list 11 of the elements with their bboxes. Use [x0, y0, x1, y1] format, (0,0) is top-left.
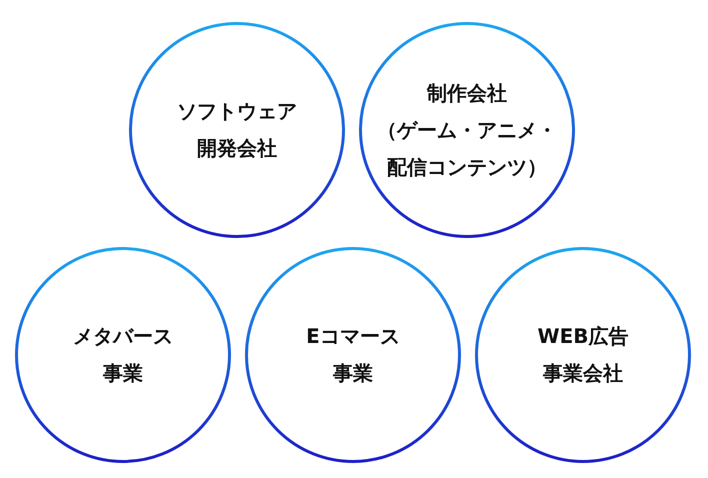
node-title: Eコマース事業 — [305, 323, 401, 387]
node-title: メタバース事業 — [72, 323, 174, 387]
node-subtitle: （ゲーム・アニメ・配信コンテンツ） — [376, 116, 558, 180]
node-title: WEB広告事業会社 — [537, 323, 629, 387]
circle-node — [129, 22, 345, 238]
circle-node — [359, 22, 575, 238]
circle-node — [245, 247, 461, 463]
node-title: 制作会社 — [426, 80, 508, 106]
circle-node — [15, 247, 231, 463]
node-title: ソフトウェア開発会社 — [176, 98, 298, 162]
circle-node — [475, 247, 691, 463]
